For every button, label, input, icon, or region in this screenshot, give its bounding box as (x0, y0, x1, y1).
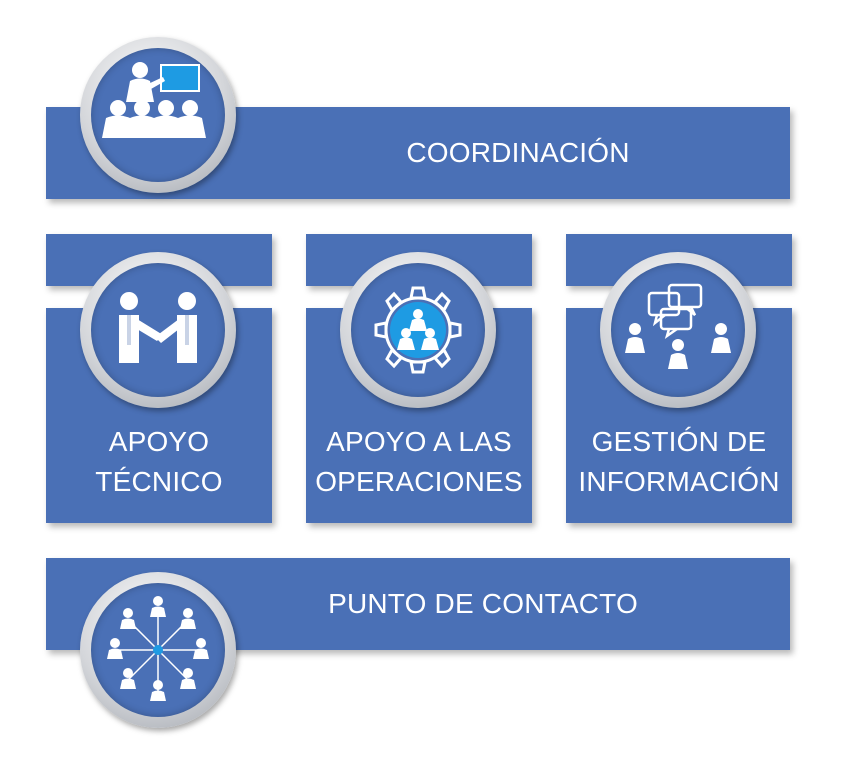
technical-support-line2: TÉCNICO (95, 466, 223, 497)
handshake-icon (119, 292, 197, 363)
operations-support-disc (351, 263, 485, 397)
gear-team-icon (374, 286, 462, 374)
technical-support-line1: APOYO (108, 426, 210, 457)
coordination-disc (91, 48, 225, 182)
team-meeting-icon (102, 62, 206, 138)
operations-support-line1: APOYO A LAS (326, 426, 512, 457)
operations-support-line2: OPERACIONES (315, 466, 523, 497)
contact-point-disc (91, 583, 225, 717)
information-management-line2: INFORMACIÓN (578, 466, 780, 497)
information-management-disc (611, 263, 745, 397)
coordination-label: COORDINACIÓN (406, 137, 630, 168)
chat-people-icon (625, 283, 731, 369)
network-people-icon (107, 596, 209, 701)
technical-support-disc (91, 263, 225, 397)
contact-point-label: PUNTO DE CONTACTO (328, 588, 638, 619)
information-management-line1: GESTIÓN DE (591, 426, 767, 457)
